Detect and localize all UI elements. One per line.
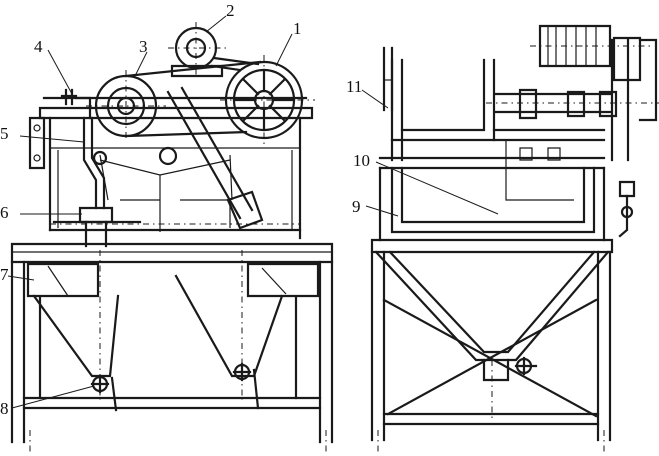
front-view — [10, 22, 334, 452]
label-11: 11 — [346, 77, 362, 96]
label-2: 2 — [226, 1, 235, 20]
label-1: 1 — [293, 19, 302, 38]
flywheel — [220, 55, 315, 145]
side-motor — [530, 24, 650, 82]
side-view — [370, 24, 659, 452]
inner-tank — [390, 140, 596, 234]
label-7: 7 — [0, 265, 9, 284]
label-10: 10 — [353, 151, 370, 170]
label-4: 4 — [34, 37, 43, 56]
part-labels: 1 2 3 4 5 6 7 8 9 10 11 — [0, 1, 370, 418]
leader-lines — [7, 15, 499, 409]
label-8: 8 — [0, 399, 9, 418]
screen-valve — [50, 206, 300, 248]
label-5: 5 — [0, 124, 9, 143]
label-9: 9 — [352, 197, 361, 216]
valve-handle — [60, 88, 92, 120]
label-3: 3 — [139, 37, 148, 56]
label-6: 6 — [0, 203, 9, 222]
